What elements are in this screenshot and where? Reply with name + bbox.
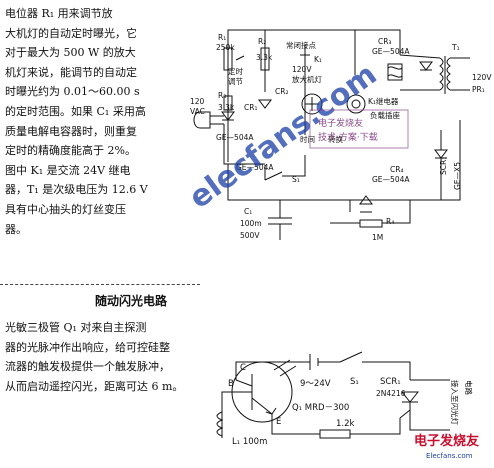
text-line: 质量电解电容器时，则重复: [5, 124, 137, 138]
label-c: C: [240, 363, 246, 373]
brand-logo: 电子发烧友 Elecfans.com: [414, 433, 479, 460]
label-battery: 9～24V: [300, 379, 331, 389]
label-timing: 时间: [300, 134, 315, 144]
label-k1: K₁: [314, 55, 322, 64]
label-r1: R₁: [218, 33, 226, 42]
label-b: B: [228, 379, 234, 389]
label-flash2: 电路: [464, 380, 474, 395]
text-line: 器的光脉冲作出响应，给可控硅整: [5, 340, 170, 354]
text-line: 图中 K₁ 是交流 24V 继电: [5, 163, 131, 177]
label-r1-val: 250k: [216, 43, 235, 52]
label-cr1: CR₁: [244, 103, 257, 112]
label-ac-in: 120: [190, 97, 205, 106]
label-c1-v: 500V: [240, 231, 260, 240]
label-flash: 接入至闪光灯: [450, 380, 460, 425]
label-r4-val: 1M: [372, 233, 383, 242]
label-cr3: CR₃: [378, 37, 391, 46]
label-cr2-val: GE—504A: [236, 163, 274, 172]
text-line: 电位器 R₁ 用来调节放: [5, 7, 113, 20]
label-r3-val: 3.3k: [218, 103, 235, 112]
text-line: 器。: [5, 222, 27, 236]
label-t1-pri2: PR₁: [472, 85, 485, 94]
label-cr4: CR₄: [390, 165, 403, 174]
text-line: 流器的触发极提供一个触发脉冲，: [5, 360, 170, 374]
label-lamp: 120V: [292, 65, 312, 74]
text-line: 定时的精确度能高于 2%。: [5, 144, 136, 158]
label-reset: 转换: [328, 134, 343, 144]
timer-circuit-labels: R₁ 250k 定时 调节 R₂ 3.3k R₃ 3.3k CR₁ GE—504…: [190, 33, 492, 242]
section-divider: [0, 284, 200, 285]
stamp-line-2: 技术·方案·下载: [318, 131, 378, 143]
label-c1-val: 100m: [240, 219, 262, 228]
label-relay: K₁继电器: [368, 96, 399, 106]
label-lamp2: 放大机灯: [292, 74, 322, 84]
text-line: 的定时范围。如果 C₁ 采用高: [5, 104, 146, 118]
label-c1: C₁: [244, 207, 252, 216]
text-line: 机灯来说，能调节的自动定: [5, 65, 137, 79]
label-r1-fn: 定时: [228, 66, 243, 76]
label-contact: 常闭接点: [286, 40, 316, 50]
label-flash-s1: S₁: [350, 377, 359, 387]
section-heading: 随动闪光电路: [95, 294, 168, 308]
label-flash-scr-val: 2N4216: [376, 389, 406, 398]
brand-name: 电子发烧友: [414, 433, 479, 449]
label-ac-in2: VAC: [190, 107, 205, 116]
label-cr1-val: GE—504A: [216, 133, 254, 142]
label-r: 1.2k: [336, 419, 355, 429]
label-s1: S₁: [292, 175, 300, 184]
label-e: E: [276, 417, 281, 427]
flash-circuit: [216, 351, 450, 439]
label-r1-fn2: 调节: [228, 77, 243, 86]
label-l1: L₁ 100m: [232, 437, 267, 447]
label-r2-val: 3.3k: [256, 53, 273, 62]
text-line: 时曝光约为 0.01～60.00 s: [5, 85, 140, 99]
label-scr1-val: GE—X5: [453, 162, 462, 190]
bottom-paragraph: 光敏三极管 Q₁ 对来自主探测 器的光脉冲作出响应，给可控硅整 流器的触发极提供…: [5, 318, 195, 396]
text-line: 大机灯的自动定时曝光，它: [5, 26, 137, 40]
label-t1: T₁: [451, 43, 460, 52]
label-cr3-val: GE—504A: [372, 47, 410, 56]
label-r4: R₄: [386, 217, 394, 226]
text-line: 具有中心抽头的灯丝变压: [5, 202, 126, 216]
label-r3: R₃: [218, 91, 226, 100]
label-scr1: SCR₁: [439, 157, 448, 175]
text-line: 从而启动遥控闪光，距离可达 6 m。: [5, 379, 184, 393]
stamp-line-1: 电子发烧友: [318, 117, 363, 129]
label-t1-pri: 120V: [472, 73, 492, 82]
label-cr2: CR₂: [275, 87, 288, 96]
label-q1: Q₁ MRD－300: [292, 403, 349, 413]
label-neon: 负载插座: [370, 110, 400, 120]
flash-circuit-labels: 9～24V S₁ SCR₁ 2N4216 Q₁ MRD－300 L₁ 100m …: [228, 363, 474, 447]
label-r2: R₂: [258, 37, 266, 46]
label-flash-scr: SCR₁: [380, 377, 401, 387]
text-line: 器，T₁ 是次级电压为 12.6 V: [5, 183, 148, 197]
label-cr4-val: GE—504A: [372, 175, 410, 184]
top-paragraph: 电位器 R₁ 用来调节放 大机灯的自动定时曝光，它 对于最大为 500 W 的放…: [5, 4, 195, 239]
brand-url: Elecfans.com: [426, 452, 473, 460]
text-line: 光敏三极管 Q₁ 对来自主探测: [5, 321, 147, 334]
timer-circuit: [193, 29, 470, 240]
text-line: 对于最大为 500 W 的放大: [5, 46, 136, 60]
stamp: 电子发烧友 技术·方案·下载: [309, 109, 409, 149]
